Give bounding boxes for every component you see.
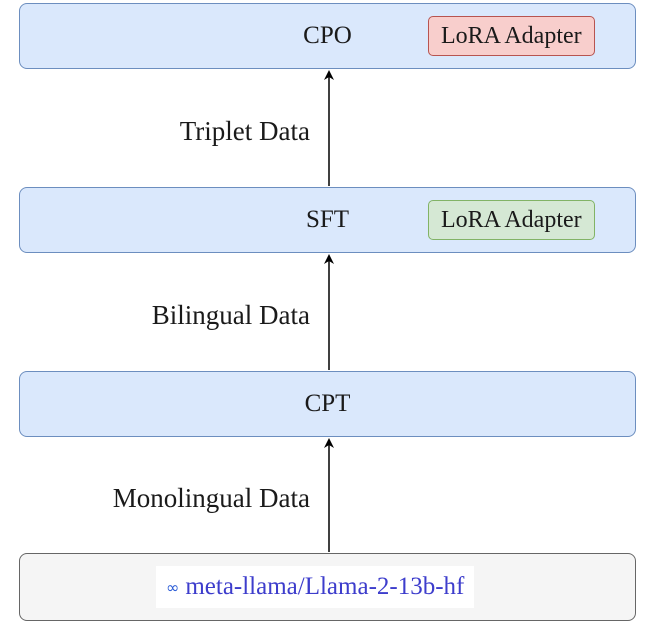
bilingual-data-label: Bilingual Data: [151, 300, 310, 330]
triplet-data-label: Triplet Data: [179, 116, 310, 146]
cpo-lora-adapter: LoRA Adapter: [428, 16, 595, 56]
sft-stage-label: SFT: [305, 206, 350, 233]
sft-stage-box: SFT LoRA Adapter: [19, 187, 636, 253]
cpo-stage-box: CPO LoRA Adapter: [19, 3, 636, 69]
monolingual-data-label: Monolingual Data: [112, 483, 310, 513]
base-model-link[interactable]: ∞ meta-llama/Llama-2-13b-hf: [156, 566, 475, 608]
cpt-stage-label: CPT: [304, 390, 351, 417]
cpt-stage-box: CPT: [19, 371, 636, 437]
base-model-name: meta-llama/Llama-2-13b-hf: [185, 573, 465, 600]
base-model-box: ∞ meta-llama/Llama-2-13b-hf: [19, 553, 636, 621]
sft-lora-adapter: LoRA Adapter: [428, 200, 595, 240]
infinity-icon: ∞: [166, 577, 180, 597]
cpo-stage-label: CPO: [303, 22, 352, 49]
